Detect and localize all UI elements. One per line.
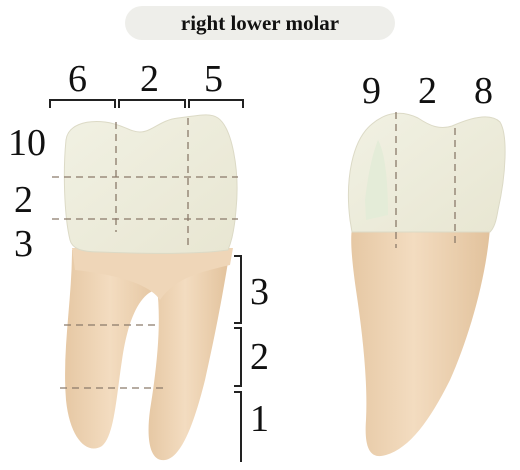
root-apical-third-value: 1 — [250, 400, 269, 438]
root-middle-third-value: 2 — [250, 338, 269, 376]
crown — [64, 115, 237, 253]
crown-middle-third-value: 2 — [140, 60, 159, 98]
crown-middle-height-value: 2 — [14, 181, 33, 219]
crown-cervical-third-value: 3 — [14, 225, 33, 263]
root-brackets — [234, 256, 241, 462]
proximal-buccal-third-value: 9 — [362, 72, 381, 110]
proximal-middle-third-value: 2 — [418, 72, 437, 110]
proximal-lingual-third-value: 8 — [474, 72, 493, 110]
crown-distal-third-value: 5 — [204, 60, 223, 98]
top-brackets — [50, 100, 243, 108]
root-cervical-third-value: 3 — [250, 273, 269, 311]
buccal-view-tooth — [50, 100, 243, 462]
crown-occlusal-third-value: 10 — [8, 124, 46, 162]
proximal-view-tooth — [348, 112, 505, 456]
proximal-root — [351, 228, 490, 456]
crown-mesial-third-value: 6 — [68, 60, 87, 98]
